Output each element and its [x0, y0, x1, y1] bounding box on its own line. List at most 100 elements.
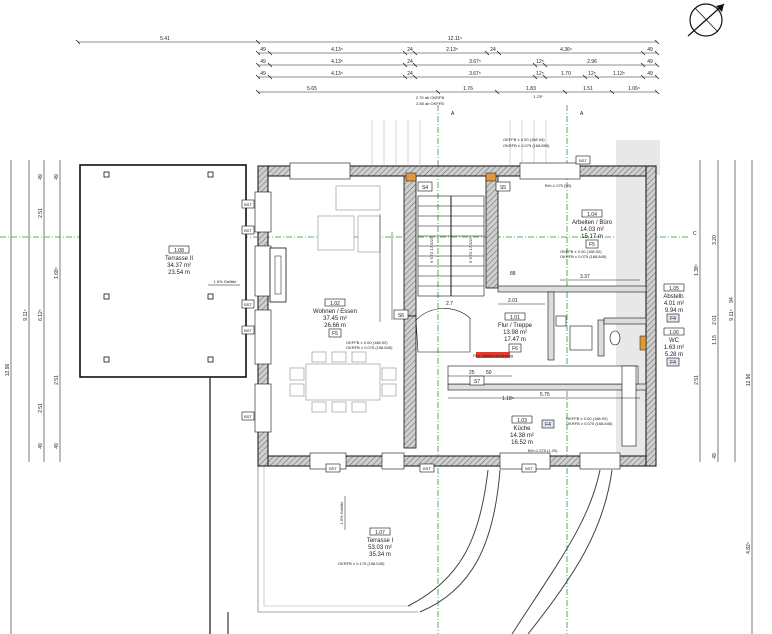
okrfb-kueche: OKRFB ± 0.075 (168.845)	[566, 421, 613, 426]
section-tags: S4 S5 S6 S7	[393, 181, 511, 386]
tag-f4-wc: F4	[670, 360, 676, 366]
svg-text:1.68⁵: 1.68⁵	[54, 267, 60, 279]
tag-s6: S6	[398, 313, 404, 319]
svg-text:2.01: 2.01	[712, 315, 718, 325]
wc-fixtures	[555, 315, 621, 351]
stair-label-1: 9 STG 17.5/27	[429, 236, 434, 263]
flur-warning: Rev. Absturzsicherung	[473, 353, 513, 358]
room-id-terrasse-2: 1.08	[174, 248, 184, 254]
tag-f5-buero: F5	[589, 242, 595, 248]
svg-text:BST: BST	[525, 466, 533, 471]
dimension-labels-right: 12.96 9.11⁵ 3.20 1.38⁵ 2.01 2.51 49 94 1…	[694, 235, 752, 554]
svg-text:9.11⁵: 9.11⁵	[729, 309, 735, 320]
svg-text:1.5% Gefälle: 1.5% Gefälle	[339, 501, 344, 525]
svg-text:49: 49	[712, 453, 718, 459]
svg-text:12⁵: 12⁵	[536, 59, 544, 65]
dimension-labels-top: 5.41 12.11⁵ 49 4.13⁵ 24 2.13⁵ 24 4.36⁵ 4…	[160, 36, 653, 106]
room-kueche: 1.03 Küche 14.38 m² 16.52 m F4 OKFFB ± 0…	[510, 415, 613, 453]
room-flur-treppe: 1.01 Flur / Treppe 13.98 m² 17.47 m F6 R…	[473, 312, 533, 358]
room-area-kueche: 14.38 m²	[510, 433, 534, 439]
room-perimeter-kueche: 16.52 m	[511, 440, 533, 446]
svg-text:2.51: 2.51	[54, 375, 60, 385]
okrfb-terrasse-1: OKRFB ± 0.175 (168.545)	[338, 561, 385, 566]
kitchen-counter	[447, 365, 639, 447]
note-123: 1.23⁵	[533, 94, 543, 99]
note-okffb: 2.85 ab OKFFB	[416, 101, 444, 106]
terrace-2: 1.5% Gefälle 1.08 Terrasse II 34.37 m² 2…	[79, 164, 247, 378]
tag-s5: S5	[500, 185, 506, 191]
svg-text:4.13⁵: 4.13⁵	[331, 47, 343, 53]
svg-text:24: 24	[407, 59, 413, 65]
room-name-wohnen: Wohnen / Essen	[313, 309, 357, 315]
room-perimeter-wc: 5.28 m	[665, 352, 683, 358]
room-perimeter-flur: 17.47 m	[504, 337, 526, 343]
svg-text:49: 49	[38, 443, 44, 449]
axis-c-label: A	[580, 111, 584, 117]
svg-text:BST: BST	[244, 202, 252, 207]
svg-text:BST: BST	[244, 302, 252, 307]
svg-text:1.76: 1.76	[463, 86, 473, 92]
room-name-abstell: Abstellr.	[663, 294, 685, 300]
room-perimeter-abstell: 9.94 m	[665, 308, 683, 314]
svg-text:3.67⁵: 3.67⁵	[469, 71, 481, 77]
okffb-kueche: OKFFB ± 0.00 (168.92)	[566, 416, 608, 421]
room-id-abstell: 1.05	[669, 286, 679, 292]
stair-label-2: 9 STG 17.5/27	[468, 236, 473, 263]
room-id-buero: 1.04	[587, 212, 597, 218]
okffb-buero: OKFFB ± 0.00 (168.92)	[560, 249, 602, 254]
svg-text:2.51: 2.51	[38, 403, 44, 413]
svg-text:BST: BST	[329, 466, 337, 471]
svg-text:3.20: 3.20	[712, 235, 718, 245]
terrace-1: 1.5% Gefälle 1.07 Terrasse I 53.03 m² 35…	[209, 378, 418, 634]
okrfb-top: OKRFB ± 0.075 (168.855)	[503, 143, 550, 148]
staircase	[415, 195, 485, 353]
svg-text:49: 49	[260, 59, 266, 65]
room-id-flur: 1.01	[510, 315, 520, 321]
svg-text:12⁵: 12⁵	[536, 71, 544, 77]
svg-text:2.96: 2.96	[587, 59, 597, 65]
svg-text:2.7: 2.7	[446, 301, 453, 307]
svg-text:5.75: 5.75	[540, 392, 550, 398]
svg-text:12⁵: 12⁵	[588, 71, 596, 77]
room-area-buero: 14.03 m²	[580, 227, 604, 233]
okrfb-wohnen: OKRFB ± 0.075 (168.845)	[346, 345, 393, 350]
interior-dims: 25 50 1.18⁵ 5.75 2.01 88 2.7	[446, 271, 550, 402]
dim-top-1: 5.41	[160, 36, 170, 42]
room-id-wohnen: 1.02	[330, 301, 340, 307]
tag-s4: S4	[422, 185, 428, 191]
outside-steps	[371, 120, 547, 165]
okrfb-buero: OKRFB ± 0.075 (168.845)	[560, 254, 607, 259]
svg-text:3.67⁵: 3.67⁵	[469, 59, 481, 65]
tag-f4-abstell: F4	[670, 316, 676, 322]
axis-c-marker: C	[693, 231, 697, 237]
okffb-top: OKFFB ± 0.00 (168.94)	[503, 137, 545, 142]
dimension-labels-left: 12.96 9.11⁵ 6.12⁵ 1.68⁵ 2.51 49 2.51 49 …	[5, 174, 60, 449]
room-area-abstell: 4.01 m²	[664, 301, 684, 307]
dim-top-2: 12.11⁵	[448, 36, 462, 42]
axis-a-label: A	[451, 111, 455, 117]
room-area-wohnen: 37.45 m²	[323, 316, 347, 322]
bh-buero: BH=1.075 (90)	[545, 183, 572, 188]
room-area-flur: 13.98 m²	[503, 330, 527, 336]
svg-text:1.83: 1.83	[526, 86, 536, 92]
svg-text:50: 50	[486, 370, 492, 376]
dim-337: 3.37	[580, 274, 590, 280]
room-id-wc: 1.06	[669, 330, 679, 336]
room-area-wc: 1.63 m²	[664, 345, 684, 351]
svg-text:1.13⁵: 1.13⁵	[613, 71, 625, 77]
room-id-kueche: 1.03	[517, 418, 527, 424]
garden-path	[407, 469, 613, 634]
svg-text:5.65: 5.65	[307, 86, 317, 92]
svg-text:24: 24	[407, 71, 413, 77]
svg-text:9.11⁵: 9.11⁵	[23, 309, 29, 320]
bh-kueche: BH=1.375 (1.20)	[528, 448, 558, 453]
svg-text:49: 49	[260, 71, 266, 77]
dimension-chain-top	[75, 39, 660, 95]
svg-text:49: 49	[647, 47, 653, 53]
okffb-wohnen: OKFFB ± 0.00 (168.92)	[346, 340, 388, 345]
svg-text:2.51: 2.51	[694, 375, 700, 385]
interior-dim-lines	[379, 214, 640, 399]
room-perimeter-terrasse-2: 23.54 m	[168, 270, 190, 276]
svg-text:12.96: 12.96	[5, 364, 11, 377]
